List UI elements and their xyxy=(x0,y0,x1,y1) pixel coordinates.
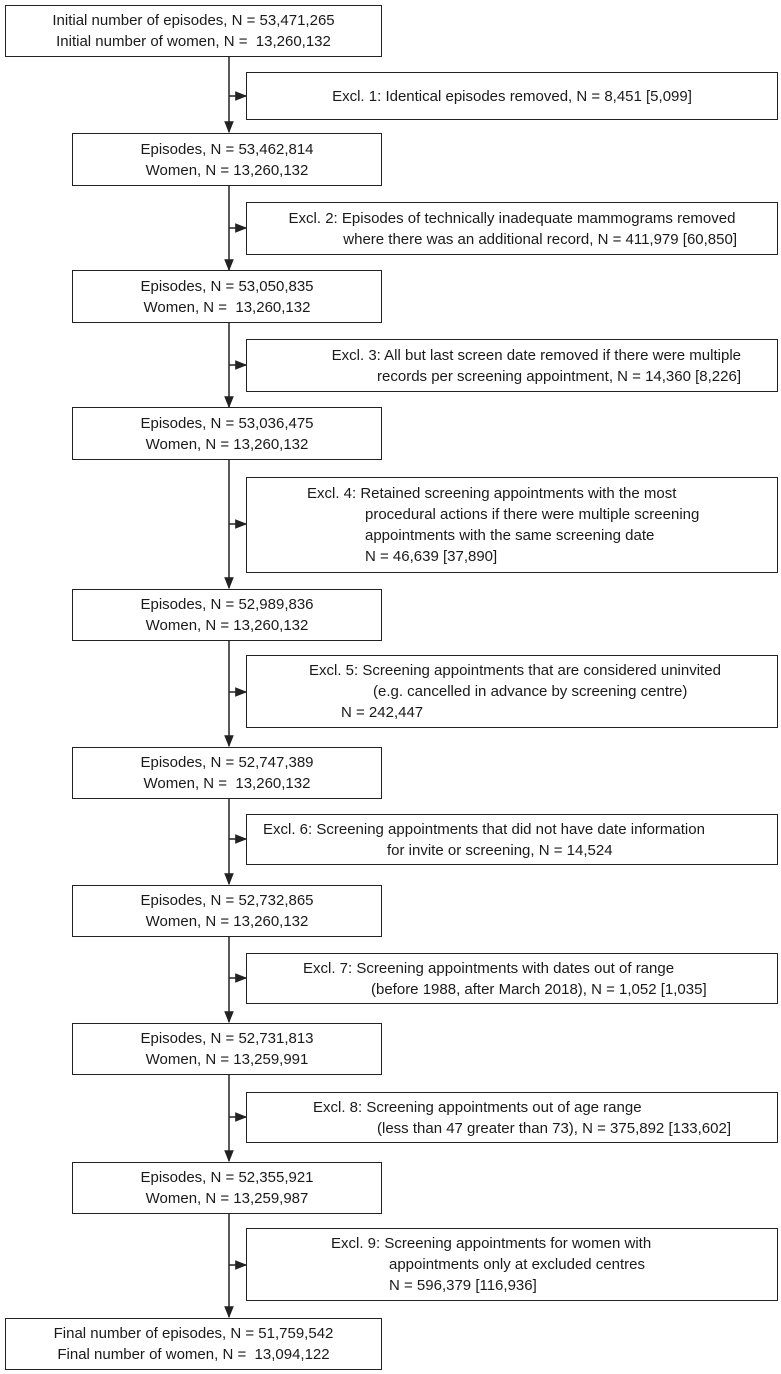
exclusion-4-line-2: procedural actions if there were multipl… xyxy=(365,506,700,523)
exclusion-6-line-2: for invite or screening, N = 14,524 xyxy=(387,841,613,859)
result-4-episodes: Episodes, N = 52,989,836 xyxy=(140,596,314,613)
result-box-7: Episodes, N = 52,731,813 Women, N = 13,2… xyxy=(72,1023,382,1075)
result-6-women: Women, N = 13,260,132 xyxy=(145,913,309,930)
result-5-episodes: Episodes, N = 52,747,389 xyxy=(140,754,314,771)
result-8-women: Women, N = 13,259,987 xyxy=(145,1190,309,1207)
exclusion-box-8: Excl. 8: Screening appointments out of a… xyxy=(246,1092,778,1143)
result-7-women: Women, N = 13,259,991 xyxy=(145,1051,309,1068)
final-women: Final number of women, N = 13,094,122 xyxy=(57,1346,330,1363)
exclusion-7-line-1: Excl. 7: Screening appointments with dat… xyxy=(303,959,675,977)
result-box-6: Episodes, N = 52,732,865 Women, N = 13,2… xyxy=(72,885,382,937)
result-box-8: Episodes, N = 52,355,921 Women, N = 13,2… xyxy=(72,1162,382,1214)
exclusion-5-line-2: (e.g. cancelled in advance by screening … xyxy=(373,683,688,700)
result-box-5: Episodes, N = 52,747,389 Women, N = 13,2… xyxy=(72,747,382,799)
exclusion-box-2: Excl. 2: Episodes of technically inadequ… xyxy=(246,202,778,255)
initial-women: Initial number of women, N = 13,260,132 xyxy=(56,33,331,50)
exclusion-9-line-3: N = 596,379 [116,936] xyxy=(389,1277,537,1294)
exclusion-7-line-2: (before 1988, after March 2018), N = 1,0… xyxy=(371,980,707,998)
exclusion-box-9: Excl. 9: Screening appointments for wome… xyxy=(246,1228,778,1301)
result-3-women: Women, N = 13,260,132 xyxy=(145,435,309,453)
result-box-1: Episodes, N = 53,462,814 Women, N = 13,2… xyxy=(72,133,382,186)
exclusion-6-line-1: Excl. 6: Screening appointments that did… xyxy=(263,820,705,838)
exclusion-2-line-2: where there was an additional record, N … xyxy=(343,230,737,248)
initial-episodes: Initial number of episodes, N = 53,471,2… xyxy=(52,12,335,29)
result-2-episodes: Episodes, N = 53,050,835 xyxy=(140,277,314,295)
exclusion-5-line-3: N = 242,447 xyxy=(341,704,424,721)
result-4-women: Women, N = 13,260,132 xyxy=(145,617,309,634)
result-1-episodes: Episodes, N = 53,462,814 xyxy=(140,140,314,158)
exclusion-5-line-1: Excl. 5: Screening appointments that are… xyxy=(309,662,721,679)
exclusion-box-1: Excl. 1: Identical episodes removed, N =… xyxy=(246,72,778,120)
result-box-3: Episodes, N = 53,036,475 Women, N = 13,2… xyxy=(72,407,382,460)
initial-box: Initial number of episodes, N = 53,471,2… xyxy=(5,5,382,57)
result-6-episodes: Episodes, N = 52,732,865 xyxy=(140,892,314,909)
exclusion-9-line-1: Excl. 9: Screening appointments for wome… xyxy=(331,1235,652,1252)
exclusion-box-7: Excl. 7: Screening appointments with dat… xyxy=(246,953,778,1004)
result-2-women: Women, N = 13,260,132 xyxy=(143,298,311,316)
exclusion-9-line-2: appointments only at excluded centres xyxy=(389,1256,645,1273)
exclusion-box-3: Excl. 3: All but last screen date remove… xyxy=(246,339,778,392)
result-8-episodes: Episodes, N = 52,355,921 xyxy=(140,1169,314,1186)
final-box: Final number of episodes, N = 51,759,542… xyxy=(5,1318,382,1370)
exclusion-8-line-1: Excl. 8: Screening appointments out of a… xyxy=(313,1098,642,1116)
exclusion-3-line-1: Excl. 3: All but last screen date remove… xyxy=(331,346,741,364)
exclusion-box-6: Excl. 6: Screening appointments that did… xyxy=(246,814,778,865)
final-episodes: Final number of episodes, N = 51,759,542 xyxy=(53,1325,334,1342)
result-7-episodes: Episodes, N = 52,731,813 xyxy=(140,1030,314,1047)
result-box-4: Episodes, N = 52,989,836 Women, N = 13,2… xyxy=(72,589,382,641)
exclusion-2-line-1: Excl. 2: Episodes of technically inadequ… xyxy=(288,209,736,227)
exclusion-1-line-1: Excl. 1: Identical episodes removed, N =… xyxy=(332,87,692,105)
exclusion-box-4: Excl. 4: Retained screening appointments… xyxy=(246,477,778,573)
result-box-2: Episodes, N = 53,050,835 Women, N = 13,2… xyxy=(72,270,382,323)
result-5-women: Women, N = 13,260,132 xyxy=(143,775,311,792)
exclusion-4-line-3: appointments with the same screening dat… xyxy=(365,527,655,544)
exclusion-4-line-1: Excl. 4: Retained screening appointments… xyxy=(307,485,677,502)
result-1-women: Women, N = 13,260,132 xyxy=(145,161,309,179)
exclusion-3-line-2: records per screening appointment, N = 1… xyxy=(377,367,741,385)
exclusion-4-line-4: N = 46,639 [37,890] xyxy=(365,548,498,565)
exclusion-8-line-2: (less than 47 greater than 73), N = 375,… xyxy=(377,1119,731,1137)
result-3-episodes: Episodes, N = 53,036,475 xyxy=(140,414,314,432)
exclusion-box-5: Excl. 5: Screening appointments that are… xyxy=(246,655,778,728)
